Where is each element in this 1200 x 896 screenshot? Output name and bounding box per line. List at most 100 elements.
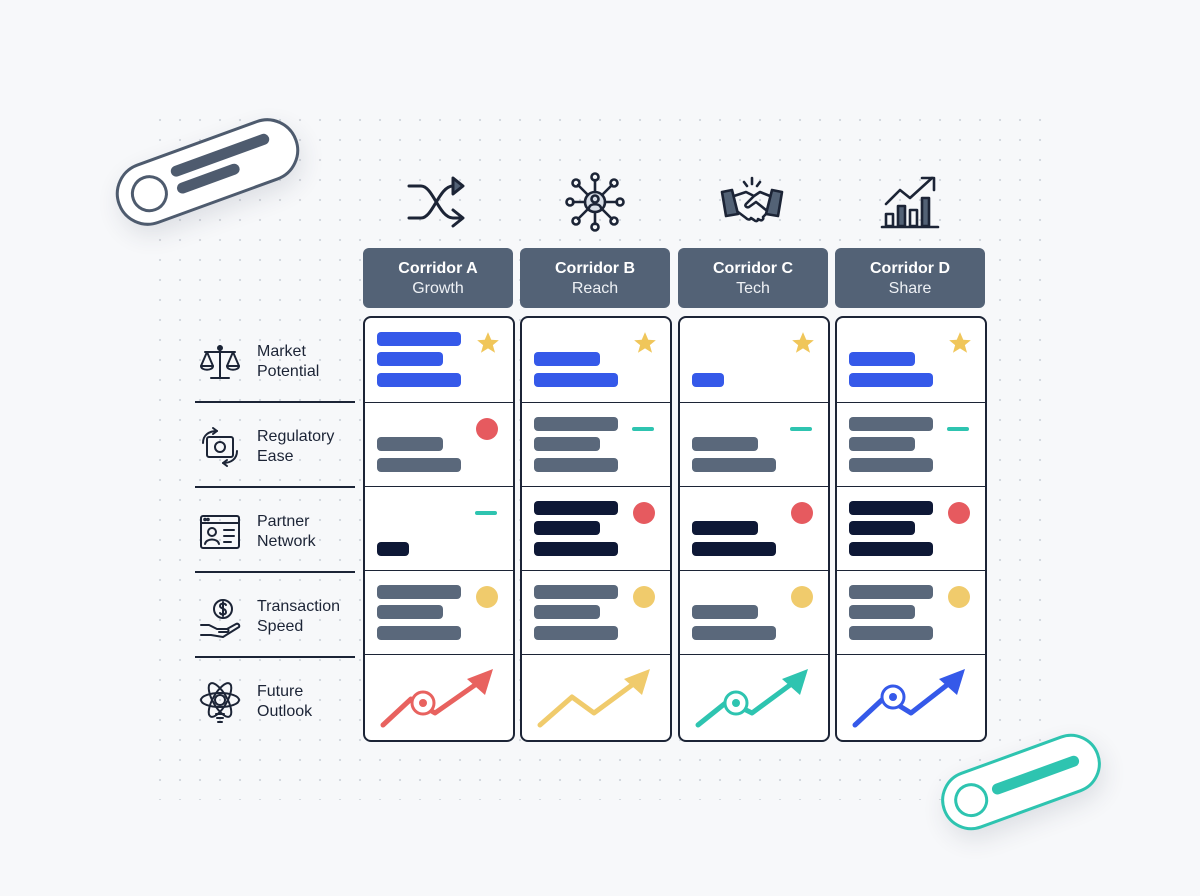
score-bar (849, 373, 933, 387)
status-dash-teal (475, 511, 497, 515)
column-header-corridor-c: Corridor C Tech (678, 248, 828, 308)
cell-partner-network (680, 486, 828, 571)
score-bar (534, 458, 618, 472)
row-divider (195, 656, 355, 658)
balance-scale-icon (197, 340, 243, 386)
score-bar (377, 626, 461, 640)
score-bar (534, 521, 600, 535)
cell-regulatory-ease (365, 402, 513, 487)
score-bar (534, 417, 618, 431)
score-bar (849, 352, 915, 366)
toggle-knob (949, 778, 993, 822)
cell-partner-network (522, 486, 670, 571)
money-exchange-icon (197, 425, 243, 471)
score-bar (534, 626, 618, 640)
column-title: Corridor C (713, 260, 793, 277)
column-header-corridor-a: Corridor A Growth (363, 248, 513, 308)
cell-transaction-speed (522, 570, 670, 655)
handshake-icon (720, 170, 784, 234)
network-user-icon (563, 170, 627, 234)
star-icon (949, 332, 971, 353)
cell-future-outlook (680, 654, 828, 739)
score-bar (692, 542, 776, 556)
star-icon (792, 332, 814, 353)
bar-chart-growth-icon (878, 170, 942, 234)
score-bar (849, 521, 915, 535)
score-bar (849, 417, 933, 431)
column-corridor-d (835, 316, 987, 742)
column-header-corridor-d: Corridor D Share (835, 248, 985, 308)
score-bar (377, 373, 461, 387)
score-bar (534, 585, 618, 599)
column-subtitle: Reach (571, 280, 619, 297)
trend-arrow-icon (380, 669, 493, 728)
status-dot-yellow (948, 586, 970, 608)
score-bar (377, 458, 461, 472)
row-divider (195, 401, 355, 403)
score-bar (534, 542, 618, 556)
toggle-bar (990, 754, 1081, 797)
score-bar (377, 332, 461, 346)
score-bar (849, 626, 933, 640)
trend-arrow-icon (852, 669, 965, 728)
status-dot-yellow (476, 586, 498, 608)
score-bar (849, 437, 915, 451)
score-bar (534, 605, 600, 619)
cell-regulatory-ease (837, 402, 985, 487)
column-corridor-b (520, 316, 672, 742)
status-dash-teal (632, 427, 654, 431)
cell-regulatory-ease (522, 402, 670, 487)
profile-card-icon (197, 510, 243, 556)
status-dot-red (633, 502, 655, 524)
column-title: Corridor A (398, 260, 478, 277)
cell-future-outlook (522, 654, 670, 739)
shuffle-arrows-icon (405, 170, 469, 234)
status-dot-yellow (791, 586, 813, 608)
cell-transaction-speed (680, 570, 828, 655)
cell-future-outlook (837, 654, 985, 739)
score-bar (377, 542, 409, 556)
cell-partner-network (837, 486, 985, 571)
score-bar (849, 542, 933, 556)
status-dot-yellow (633, 586, 655, 608)
cell-future-outlook (365, 654, 513, 739)
row-divider (195, 571, 355, 573)
score-bar (692, 458, 776, 472)
score-bar (534, 352, 600, 366)
score-bar (692, 605, 758, 619)
column-subtitle: Tech (736, 280, 770, 297)
column-subtitle: Share (888, 280, 932, 297)
score-bar (534, 373, 618, 387)
column-title: Corridor B (555, 260, 635, 277)
status-dot-red (791, 502, 813, 524)
atom-bulb-icon (197, 680, 243, 726)
cell-partner-network (365, 486, 513, 571)
cell-transaction-speed (365, 570, 513, 655)
score-bar (849, 458, 933, 472)
status-dot-red (476, 418, 498, 440)
column-title: Corridor D (870, 260, 950, 277)
cell-market-potential (837, 318, 985, 402)
score-bar (534, 501, 618, 515)
toggle-knob (125, 169, 174, 218)
score-bar (849, 605, 915, 619)
cell-transaction-speed (837, 570, 985, 655)
score-bar (692, 626, 776, 640)
column-subtitle: Growth (412, 280, 464, 297)
score-bar (692, 437, 758, 451)
status-dash-teal (790, 427, 812, 431)
score-bar (692, 373, 724, 387)
column-corridor-c (678, 316, 830, 742)
score-bar (692, 521, 758, 535)
score-bar (377, 352, 443, 366)
